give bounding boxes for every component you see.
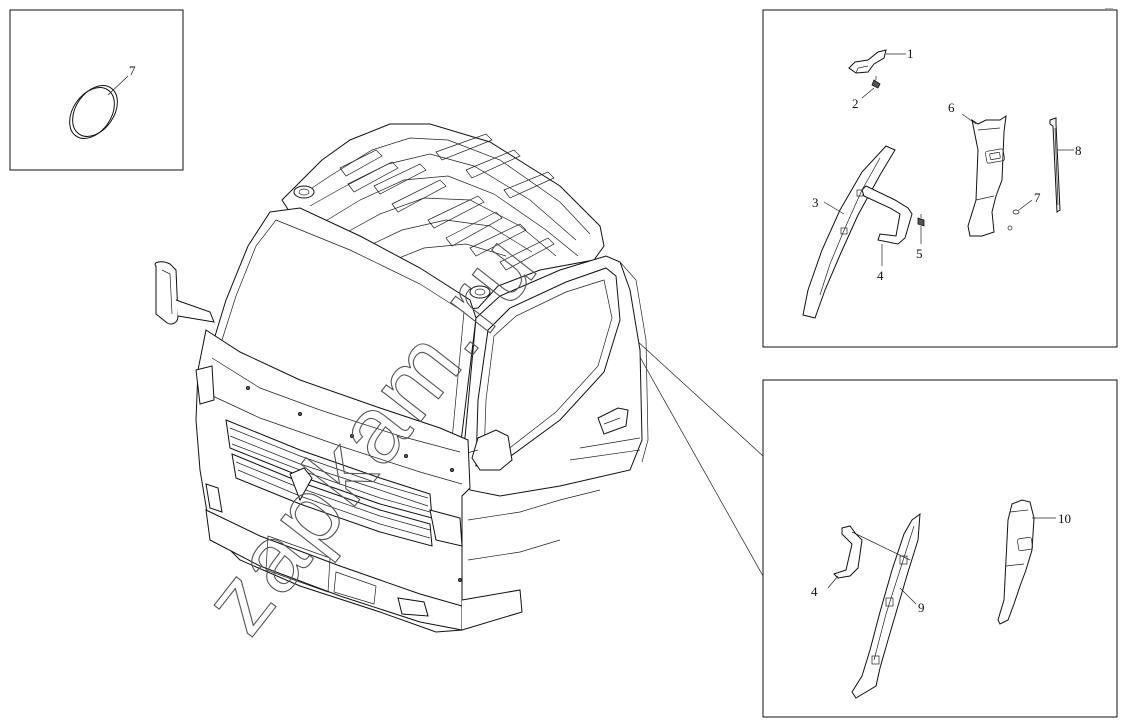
front-bumper — [205, 483, 463, 631]
callout-7-top: 7 — [1034, 190, 1041, 205]
callout-1: 1 — [907, 46, 914, 61]
front-rivets — [245, 385, 462, 583]
part-7-round-plug — [69, 85, 118, 139]
part-2-screw — [871, 76, 881, 89]
part-4-grab-handle-bottom — [833, 525, 863, 579]
part-4-grab-handle — [861, 185, 913, 245]
cab-front — [195, 329, 601, 633]
roof-ribs — [339, 133, 555, 271]
inset-top-right: 1 2 3 4 5 — [762, 9, 1118, 348]
part-6-b-pillar-trim — [967, 114, 1013, 237]
callout-5: 5 — [916, 246, 923, 261]
leader-7-left — [107, 75, 129, 96]
callout-6: 6 — [948, 100, 955, 115]
front-grille — [225, 419, 433, 547]
callout-3: 3 — [812, 195, 819, 210]
roof-marker-lamps — [293, 185, 491, 299]
inset-left: 7 — [9, 9, 184, 171]
part-8-strap — [1049, 117, 1061, 213]
inset-bottom-right: 4 9 10 — [762, 379, 1118, 718]
inset-left-frame — [9, 9, 184, 171]
callout-9: 9 — [918, 600, 925, 615]
callout-4-top: 4 — [877, 268, 884, 283]
cab-leaders — [635, 339, 764, 577]
callout-4-bottom: 4 — [811, 584, 818, 599]
headlamps — [195, 365, 463, 547]
truck-cab — [154, 123, 649, 633]
part-10-b-pillar-trim — [997, 499, 1035, 625]
callout-2: 2 — [852, 96, 859, 111]
corner-mark: — — [1104, 3, 1114, 12]
inset-top-right-frame — [762, 9, 1118, 348]
side-mirror — [154, 261, 215, 325]
part-1-bracket — [848, 49, 887, 74]
part-9-a-pillar-trim — [851, 512, 921, 699]
part-7-plug-top — [1012, 209, 1020, 215]
callout-10: 10 — [1058, 511, 1071, 526]
inset-bottom-right-frame — [762, 379, 1118, 718]
callout-7-left: 7 — [129, 63, 136, 78]
callout-8: 8 — [1075, 143, 1082, 158]
door-handle — [597, 407, 629, 435]
part-5-screw — [917, 214, 925, 227]
part-3-a-pillar-trim — [802, 145, 896, 319]
